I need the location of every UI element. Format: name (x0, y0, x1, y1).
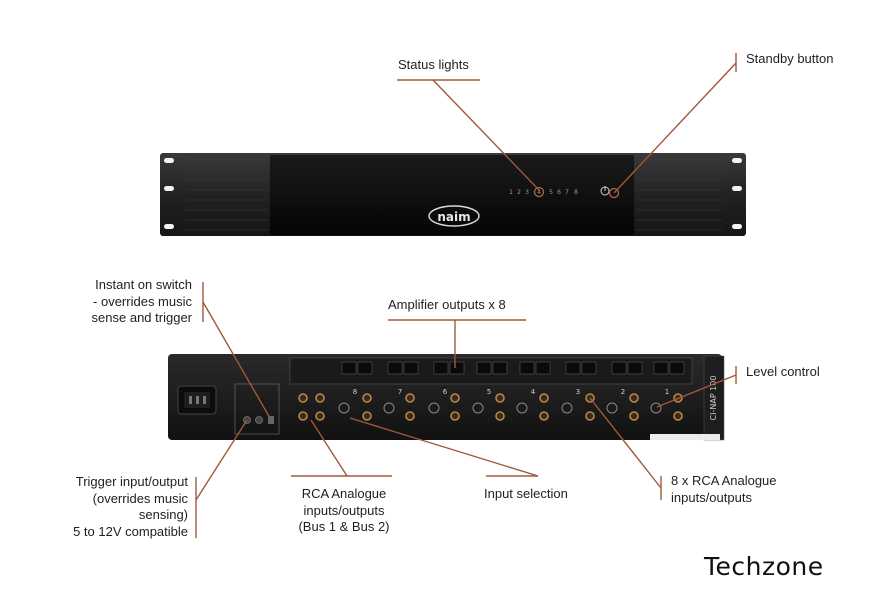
channel-number-4: 4 (531, 388, 536, 396)
standby-button-marker (608, 187, 620, 199)
rear-panel: 8 7 6 5 4 3 2 1 CI-NAP 100 (168, 354, 725, 441)
channel-number-8: 8 (353, 388, 357, 396)
status-light-8: 8 (574, 189, 578, 196)
label-input-selection: Input selection (484, 486, 568, 501)
label-level-control: Level control (746, 364, 820, 379)
label-status-lights: Status lights (398, 57, 469, 72)
channel-number-3: 3 (576, 388, 580, 396)
front-glass-panel (270, 155, 634, 235)
label-instant-on-switch: Instant on switch - overrides music sens… (91, 277, 192, 325)
label-standby-button: Standby button (746, 51, 834, 66)
label-trigger-io: Trigger input/output (overrides music se… (73, 474, 188, 539)
status-light-6: 6 (557, 189, 561, 196)
front-logo: naim (437, 210, 470, 224)
status-light-5: 5 (549, 189, 553, 196)
label-amplifier-outputs: Amplifier outputs x 8 (388, 297, 506, 312)
front-panel: naim 1 2 3 4 5 6 7 8 (160, 153, 746, 236)
label-rca-8x: 8 x RCA Analogue inputs/outputs (671, 473, 777, 505)
channel-number-7: 7 (398, 388, 402, 396)
status-lights-marker (533, 186, 545, 198)
instant-on-switch[interactable] (268, 416, 274, 424)
rear-model-text: CI-NAP 100 (709, 376, 718, 421)
logo-badge (428, 205, 480, 227)
channel-number-5: 5 (487, 388, 491, 396)
status-light-7: 7 (565, 189, 569, 196)
status-light-1: 1 (509, 189, 513, 196)
trigger-panel (234, 383, 280, 435)
status-light-4: 4 (537, 189, 541, 196)
status-light-3: 3 (525, 189, 529, 196)
watermark-logo: Techzone (704, 552, 824, 581)
channel-number-1: 1 (665, 388, 669, 396)
channel-number-6: 6 (443, 388, 448, 396)
status-light-2: 2 (517, 189, 521, 196)
rca-jacks (298, 393, 683, 421)
leader-lines (195, 53, 737, 538)
input-selection-dials[interactable] (338, 402, 662, 414)
label-rca-bus: RCA Analogue inputs/outputs (Bus 1 & Bus… (298, 486, 390, 534)
channel-number-2: 2 (621, 388, 625, 396)
